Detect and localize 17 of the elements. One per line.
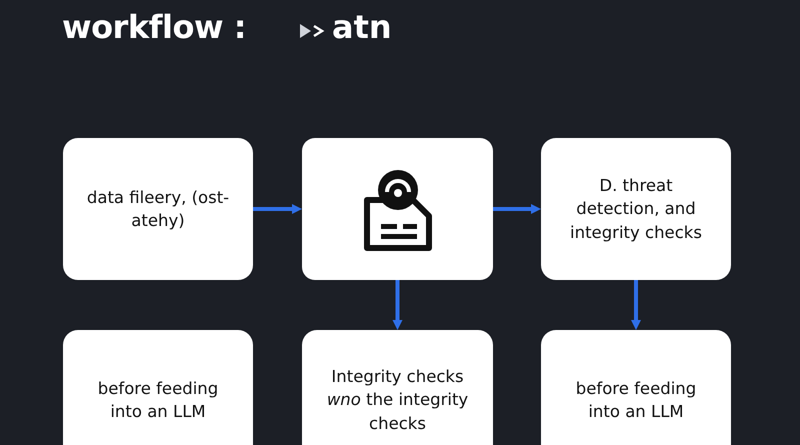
- process-box: [302, 138, 493, 280]
- box-text: D. threat detection, and integrity checks: [569, 175, 703, 244]
- arrow: [253, 204, 302, 214]
- process-box: [63, 330, 253, 445]
- process-box: [302, 330, 493, 445]
- process-box: [63, 138, 253, 280]
- process-box: [541, 330, 731, 445]
- arrow: [493, 204, 541, 214]
- arrow: [392, 280, 402, 330]
- box-text: before feeding into an LLM: [574, 378, 698, 423]
- title-suffix: atn: [332, 8, 392, 46]
- box-text: Integrity checks wno the integrity checks: [326, 366, 470, 435]
- title: workflow :: [62, 8, 246, 46]
- box-text: before feeding into an LLM: [96, 378, 220, 423]
- process-box: [541, 138, 731, 280]
- arrow: [631, 280, 641, 330]
- box-text: data fileery, (ost-atehy): [86, 186, 230, 232]
